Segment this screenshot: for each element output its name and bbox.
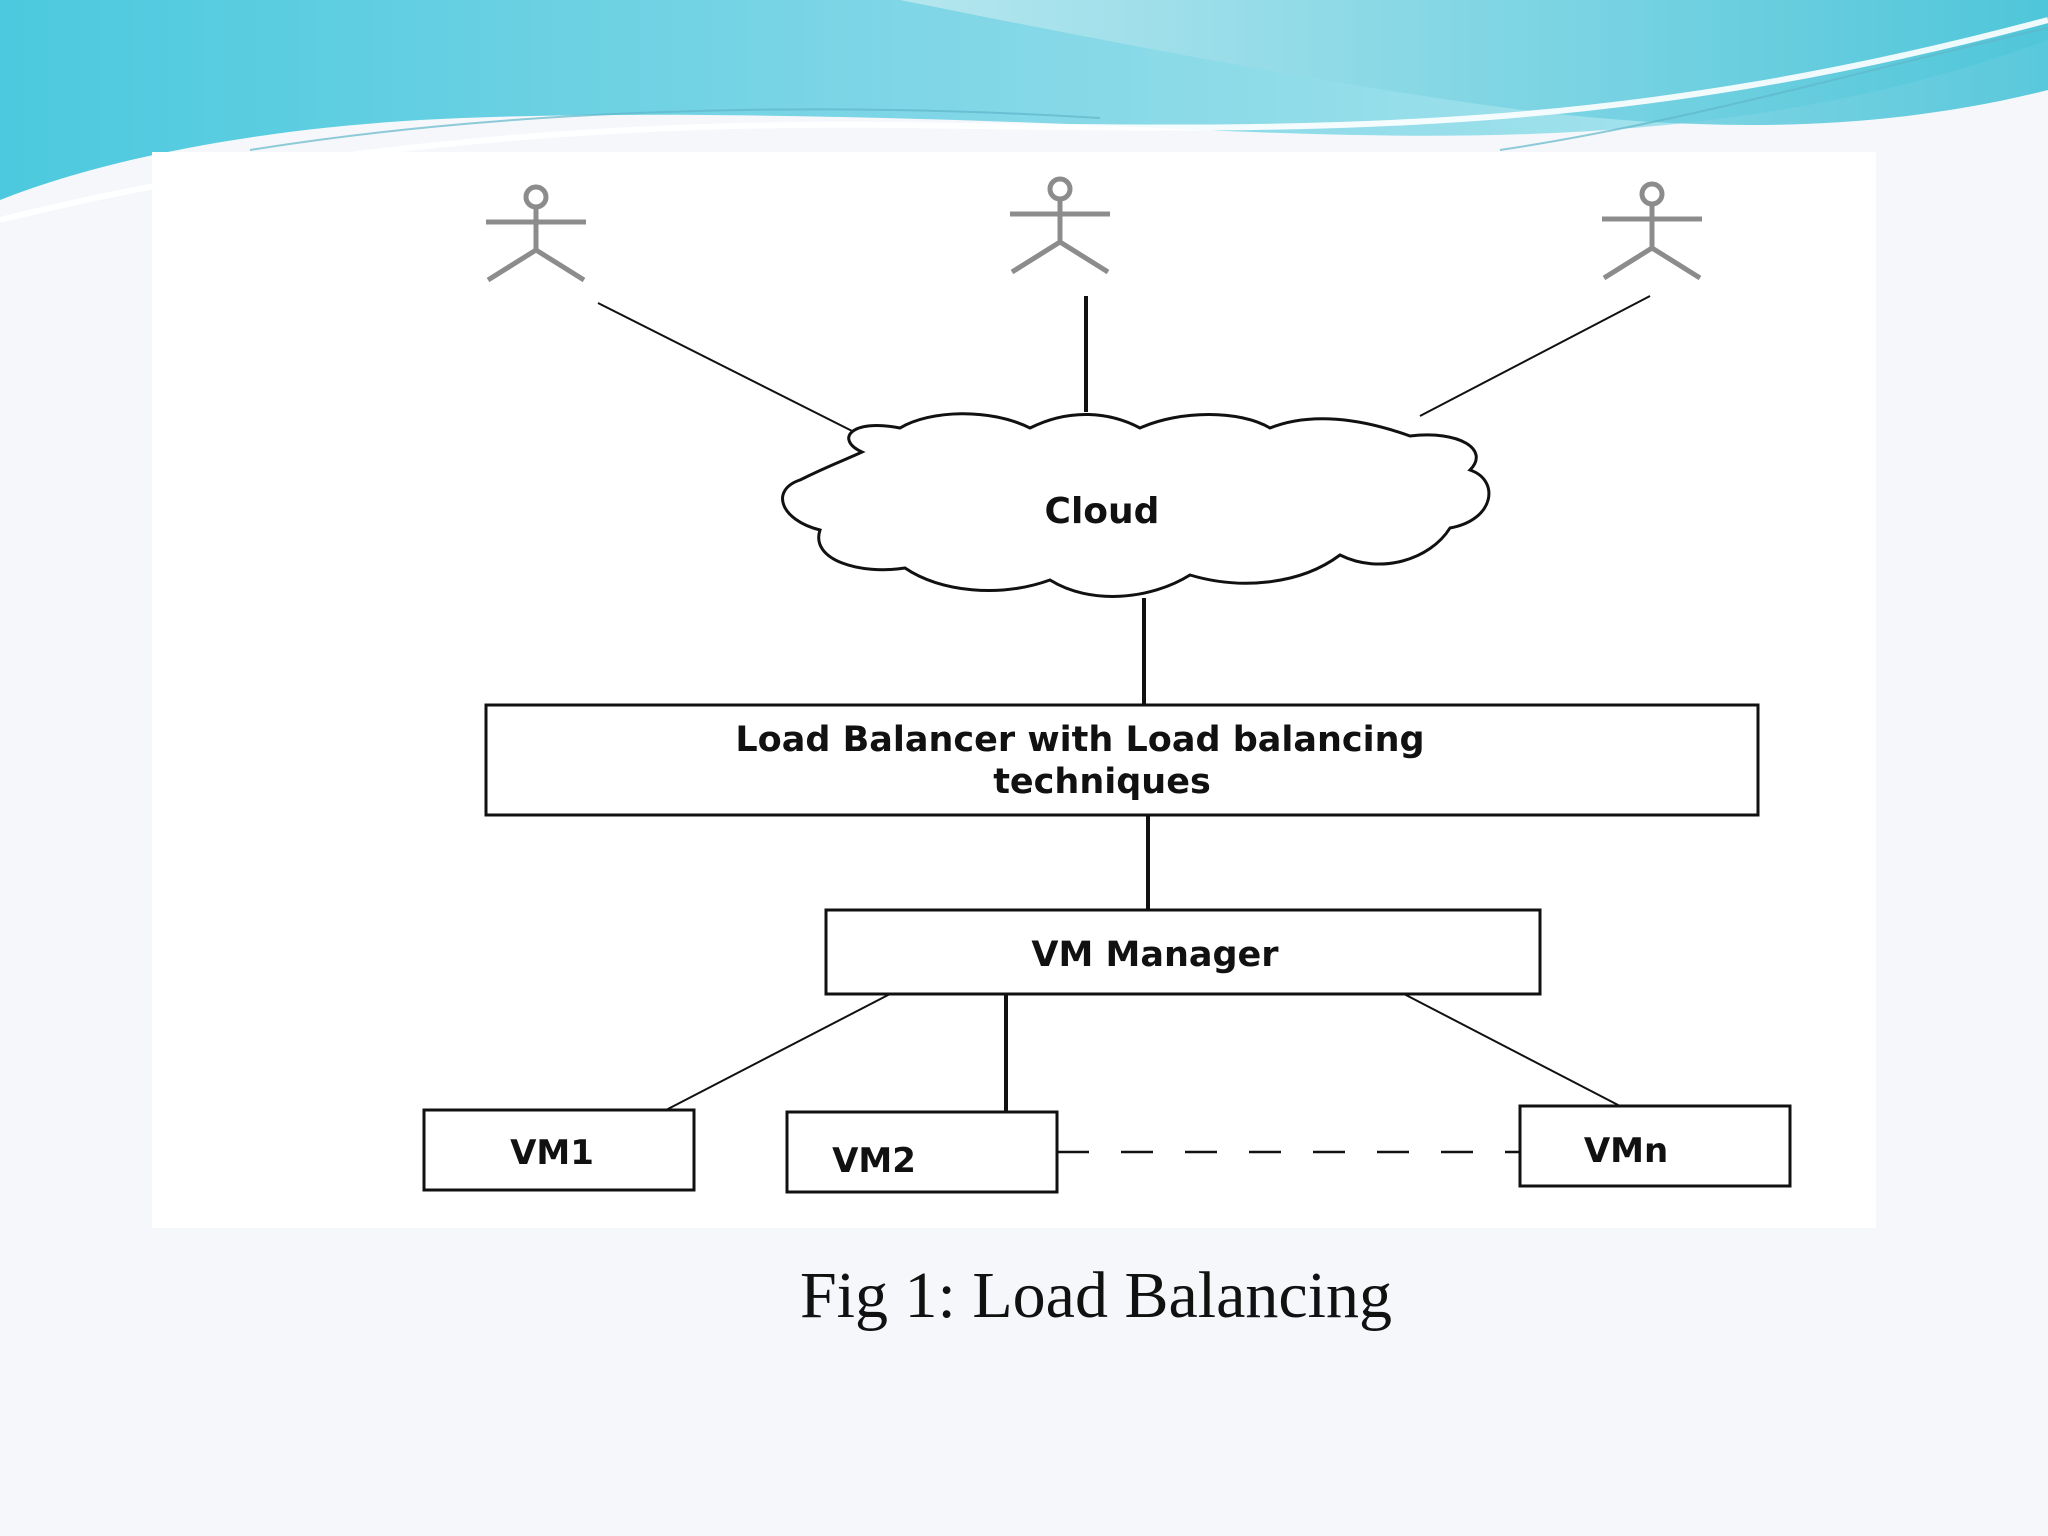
cloud-icon xyxy=(781,412,1491,598)
vm1-box xyxy=(422,1108,696,1192)
load-balancer-label-line1: Load Balancer with Load balancing xyxy=(735,720,1424,760)
stick-figure-icon xyxy=(1010,176,1110,275)
figure-caption: Fig 1: Load Balancing xyxy=(799,1259,1393,1332)
vmn-box xyxy=(1518,1104,1792,1188)
connector-user-1-cloud xyxy=(597,302,873,442)
connector-user-3-cloud xyxy=(1419,295,1651,417)
cloud-label: Cloud xyxy=(1045,491,1160,532)
vm-manager-box xyxy=(824,908,1542,996)
diagram-panel xyxy=(152,152,1876,1228)
stick-figure-icon xyxy=(486,184,586,283)
vm2-label: VM2 xyxy=(832,1141,916,1181)
header-wave-decoration xyxy=(0,0,2048,223)
load-balancer-label-line2: techniques xyxy=(993,762,1211,802)
load-balancer-box xyxy=(484,703,1760,817)
stick-figure-icon xyxy=(1602,181,1702,281)
vm-manager-label: VM Manager xyxy=(1031,935,1279,975)
connector-vm-manager-vmn xyxy=(1403,993,1621,1107)
connector-vm-manager-vm1 xyxy=(665,993,891,1111)
vm1-label: VM1 xyxy=(510,1133,594,1173)
vm2-box xyxy=(785,1110,1059,1194)
vmn-label: VMn xyxy=(1584,1131,1668,1171)
